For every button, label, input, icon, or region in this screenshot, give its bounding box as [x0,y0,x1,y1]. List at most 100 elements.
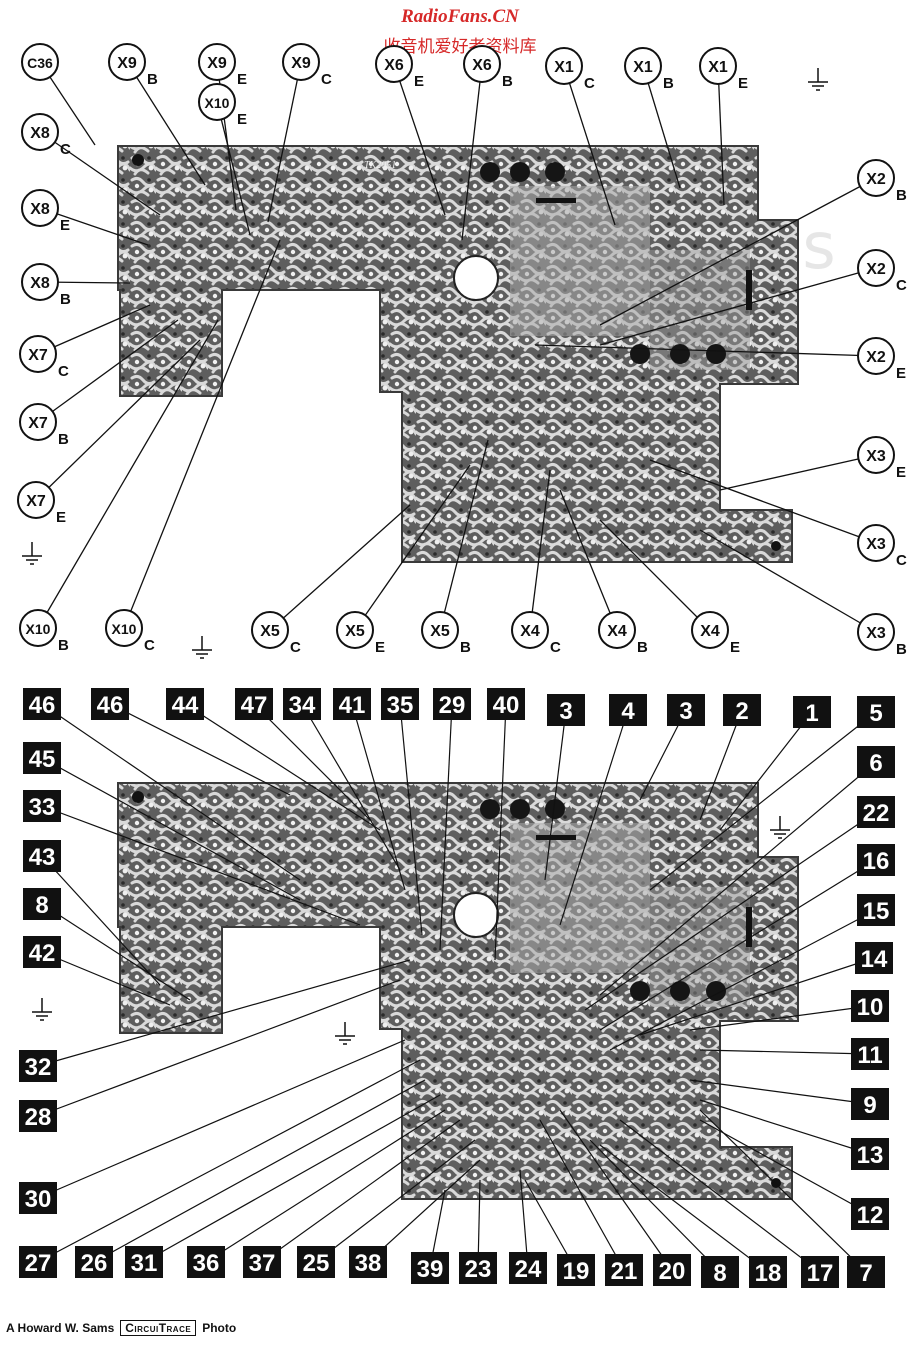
number-text: 46 [29,692,56,719]
component-number: 9 [851,1088,889,1120]
number-box [851,1038,889,1070]
label-terminal: E [375,639,385,656]
leader-line [699,1109,867,1273]
pad-hole [771,1178,781,1188]
leader-line [37,1039,406,1199]
label-id: X6 [472,57,492,74]
transistor-label: X3C [857,524,907,569]
number-text: 31 [131,1250,158,1277]
silk-mark [536,835,576,840]
label-circle [105,609,143,647]
pcb-shield-area [510,186,650,336]
leader-line [41,855,161,986]
transistor-label: X3E [857,436,906,481]
transistor-label: X2E [857,337,906,382]
label-circle [624,47,662,85]
leader-line [267,61,302,223]
leader-line [439,703,453,951]
label-terminal: E [60,217,70,234]
leader-line [494,703,507,961]
number-text: 16 [863,848,890,875]
label-id: X8 [30,275,50,292]
label-id: X10 [112,621,137,637]
label-terminal: C [896,277,907,294]
component-number: 30 [19,1182,57,1214]
number-box [19,1246,57,1278]
label-circle [699,47,737,85]
component-number: 12 [851,1198,889,1230]
label-terminal: E [414,73,424,90]
leader-line [253,703,371,821]
leader-line [719,454,877,491]
number-text: 27 [25,1250,52,1277]
leader-line [599,761,877,996]
leader-line [642,65,681,189]
number-text: 41 [339,692,366,719]
leader-line [519,1169,529,1269]
leader-line [599,519,711,631]
leader-line [699,529,877,633]
leader-line [599,177,877,326]
number-box [411,1252,449,1284]
label-terminal: B [58,431,69,448]
transistor-label: X9B [108,43,158,88]
leader-line [123,239,281,629]
leader-line [639,957,875,1036]
number-text: 39 [417,1256,444,1283]
number-text: 3 [559,698,572,725]
leader-line [37,319,179,423]
pcb-shield-area [650,887,750,1007]
number-text: 18 [755,1260,782,1287]
number-box [851,1088,889,1120]
leader-line [544,709,567,881]
number-box [23,742,61,774]
leader-line [41,951,171,1006]
number-text: 42 [29,940,56,967]
number-text: 4 [621,698,635,725]
transistor-label: X3B [857,613,907,658]
label-id: X4 [520,623,540,640]
photo-credit: A Howard W. Sams CircuiTrace Photo [6,1320,236,1336]
transistor-label: X7B [19,403,69,448]
number-text: 47 [241,692,268,719]
mounting-hole [453,892,499,938]
pad-hole [545,162,565,182]
label-terminal: C [550,639,561,656]
number-box [23,888,61,920]
label-id: X7 [26,493,46,510]
label-id: X4 [700,623,720,640]
label-terminal: C [290,639,301,656]
pad-hole [670,344,690,364]
pad-hole [706,981,726,1001]
number-text: 5 [869,700,882,727]
component-number: 19 [557,1254,595,1286]
component-number: 46 [23,688,61,720]
number-box [235,688,273,720]
component-number: 38 [349,1246,387,1278]
transistor-label: X7C [19,335,69,380]
pad-hole [510,162,530,182]
label-circle [857,159,895,197]
component-number: 42 [23,936,61,968]
leader-line [393,63,446,216]
label-terminal: B [663,75,674,92]
leader-line [699,1049,871,1055]
label-id: X10 [205,95,230,111]
number-box [283,688,321,720]
label-circle [691,611,729,649]
number-box [851,990,889,1022]
pad-hole [630,981,650,1001]
ground-icon [808,68,828,91]
leader-line [599,267,877,346]
component-number: 47 [235,688,273,720]
leader-line [649,711,877,891]
leader-line [699,709,743,821]
number-text: 2 [735,698,748,725]
leader-line [529,469,551,631]
number-text: 19 [563,1258,590,1285]
number-box [19,1050,57,1082]
component-number: 31 [125,1246,163,1278]
label-id: X9 [207,55,227,72]
number-box [433,688,471,720]
leader-line [37,959,411,1067]
